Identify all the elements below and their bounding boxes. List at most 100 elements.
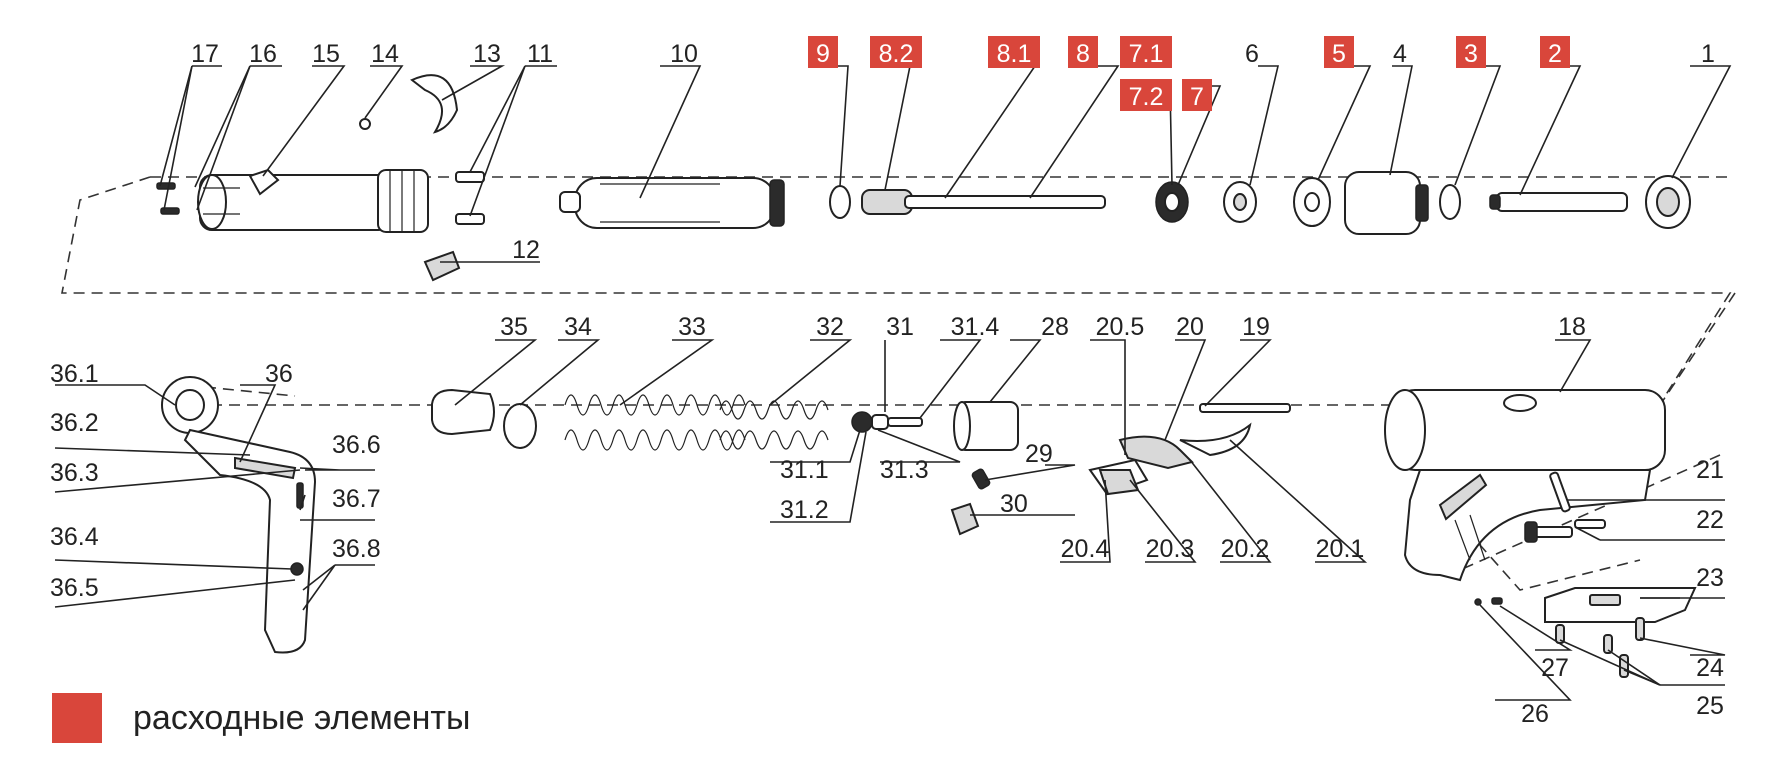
label-17: 17: [191, 40, 219, 68]
label-23: 23: [1696, 564, 1724, 592]
part-6-washer: [1223, 181, 1257, 223]
part-3-ring: [1439, 184, 1461, 220]
part-9-ring: [829, 185, 851, 219]
legend-swatch: [52, 693, 102, 743]
part-23-plate: [1544, 587, 1697, 623]
part-34-snap-ring: [503, 403, 537, 449]
label-31-2: 31.2: [780, 496, 829, 524]
label-35: 35: [500, 313, 528, 341]
label-29: 29: [1025, 440, 1053, 468]
label-31-1: 31.1: [780, 456, 829, 484]
part-labels: 17 16 15 14 13 11 12 10 6 4 1 9 8.2 8.1 …: [50, 36, 1724, 728]
label-18: 18: [1558, 313, 1586, 341]
label-4: 4: [1393, 40, 1407, 68]
legend-text: расходные элементы: [133, 699, 470, 737]
part-15-head-body: [197, 168, 391, 231]
part-29-spring: [971, 468, 991, 490]
label-31-4: 31.4: [951, 313, 1000, 341]
label-6: 6: [1245, 40, 1259, 68]
highlight-label-3: 3: [1456, 36, 1486, 68]
label-36-6: 36.6: [332, 431, 381, 459]
label-26: 26: [1521, 700, 1549, 728]
part-21-pin: [1549, 471, 1571, 513]
label-25: 25: [1696, 692, 1724, 720]
label-36-8: 36.8: [332, 535, 381, 563]
label-11: 11: [527, 40, 553, 68]
svg-text:7: 7: [1190, 83, 1204, 111]
label-31-3: 31.3: [880, 456, 929, 484]
middle-row-parts: [161, 376, 1697, 678]
label-20-4: 20.4: [1061, 535, 1110, 563]
label-14: 14: [371, 40, 399, 68]
svg-text:5: 5: [1332, 40, 1346, 68]
part-2-tube: [1489, 192, 1628, 212]
svg-text:7.2: 7.2: [1129, 83, 1164, 111]
svg-text:8.1: 8.1: [997, 40, 1032, 68]
label-12: 12: [512, 236, 540, 264]
label-31: 31: [886, 313, 914, 341]
label-32: 32: [816, 313, 844, 341]
part-35-sleeve: [431, 388, 495, 436]
label-27: 27: [1541, 654, 1569, 682]
part-36-handle: [161, 376, 317, 654]
highlight-label-8-2: 8.2: [870, 36, 922, 68]
label-36-1: 36.1: [50, 360, 99, 388]
top-row-parts: [156, 74, 1691, 282]
part-30-clip: [950, 502, 980, 536]
part-26-ball: [1474, 598, 1482, 606]
part-13-clip: [410, 74, 459, 134]
label-36-3: 36.3: [50, 459, 99, 487]
part-24-25-screws: [1555, 617, 1645, 678]
label-33: 33: [678, 313, 706, 341]
part-18-body: [1384, 389, 1666, 582]
part-10-cylinder: [559, 177, 785, 229]
part-27-spring: [1491, 597, 1503, 605]
label-13: 13: [473, 40, 501, 68]
svg-text:8: 8: [1076, 40, 1090, 68]
label-20-2: 20.2: [1221, 535, 1270, 563]
part-1-nose: [1645, 175, 1691, 229]
part-19-pin: [1199, 403, 1291, 413]
label-36-5: 36.5: [50, 574, 99, 602]
legend: расходные элементы: [52, 693, 470, 743]
label-36: 36: [265, 360, 293, 388]
label-22: 22: [1696, 506, 1724, 534]
label-15: 15: [312, 40, 340, 68]
part-31-valve: [851, 411, 923, 433]
svg-text:7.1: 7.1: [1129, 40, 1164, 68]
highlight-label-7-1: 7.1: [1120, 36, 1172, 68]
label-36-2: 36.2: [50, 409, 99, 437]
part-20-trigger: [1088, 422, 1252, 496]
part-7-nut: [1155, 181, 1189, 223]
part-28-bushing: [953, 401, 1019, 451]
highlight-label-8: 8: [1068, 36, 1098, 68]
svg-text:2: 2: [1548, 40, 1562, 68]
highlight-label-8-1: 8.1: [988, 36, 1040, 68]
label-21: 21: [1696, 456, 1724, 484]
label-20: 20: [1176, 313, 1204, 341]
part-14-ball: [359, 118, 371, 130]
part-17-pins: [156, 182, 180, 215]
highlight-label-7-2: 7.2: [1120, 79, 1172, 111]
label-28: 28: [1041, 313, 1069, 341]
part-8-rod: [861, 189, 1106, 215]
label-20-1: 20.1: [1316, 535, 1365, 563]
label-24: 24: [1696, 654, 1724, 682]
svg-text:8.2: 8.2: [879, 40, 914, 68]
label-34: 34: [564, 313, 592, 341]
highlight-label-7: 7: [1182, 79, 1212, 111]
part-32-spring: [719, 400, 829, 450]
label-36-7: 36.7: [332, 485, 381, 513]
svg-text:3: 3: [1464, 40, 1478, 68]
part-5-bushing: [1293, 177, 1331, 227]
label-30: 30: [1000, 490, 1028, 518]
part-11-screws: [455, 171, 485, 225]
label-20-3: 20.3: [1146, 535, 1195, 563]
label-1: 1: [1701, 40, 1715, 68]
svg-text:9: 9: [816, 40, 830, 68]
part-12-latch: [423, 250, 461, 282]
highlight-label-9: 9: [808, 36, 838, 68]
highlight-label-5: 5: [1324, 36, 1354, 68]
label-20-5: 20.5: [1096, 313, 1145, 341]
